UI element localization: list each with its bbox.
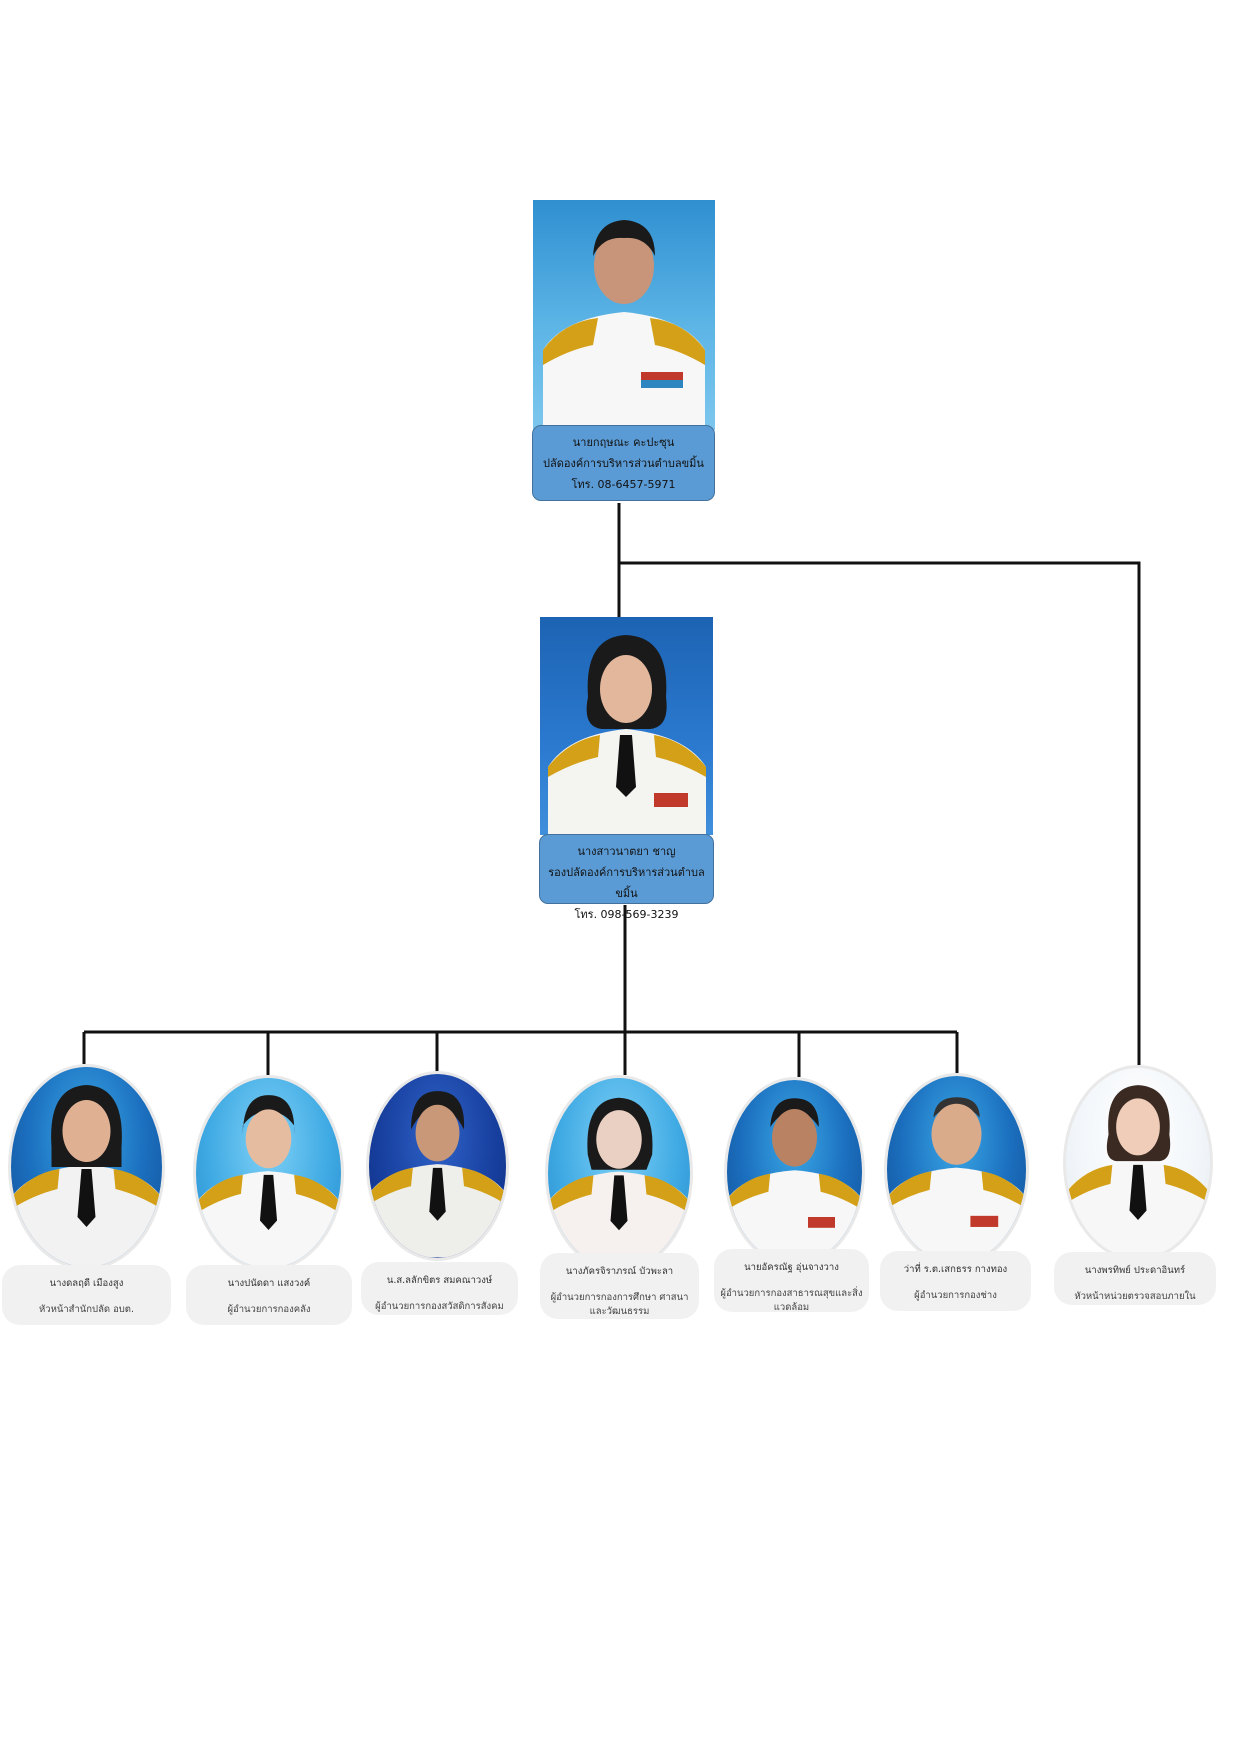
person-photo-icon <box>197 1095 340 1268</box>
staff-name-3: น.ส.ลลักขิตร สมคณาวงษ์ <box>386 1275 493 1286</box>
deputy-name: นางสาวนาตยา ชาญ <box>577 845 676 858</box>
staff-card-6: ว่าที่ ร.ต.เสกธรร กางทอง ผู้อำนวยการกองช… <box>880 1251 1031 1311</box>
staff-card-1: นางดลฤดี เมืองสูง หัวหน้าสำนักปลัด อบต. <box>2 1265 171 1325</box>
deputy-phone: โทร. 098-569-3239 <box>574 908 679 921</box>
staff-photo-2 <box>193 1075 344 1271</box>
staff-card-7: นางพรทิพย์ ประดาอินทร์ หัวหน้าหน่วยตรวจส… <box>1054 1252 1216 1305</box>
person-photo-icon <box>887 1097 1026 1263</box>
staff-photo-3 <box>366 1071 509 1261</box>
staff-role-5: ผู้อำนวยการกองสาธารณสุขและสิ่งแวดล้อม <box>720 1288 863 1313</box>
person-photo-icon <box>548 635 706 835</box>
staff-name-1: นางดลฤดี เมืองสูง <box>49 1278 124 1289</box>
person-photo-icon <box>1066 1085 1210 1258</box>
staff-photo-6 <box>884 1073 1029 1266</box>
chief-phone: โทร. 08-6457-5971 <box>571 478 676 491</box>
staff-photo-7 <box>1063 1065 1213 1261</box>
staff-name-7: นางพรทิพย์ ประดาอินทร์ <box>1084 1265 1186 1276</box>
deputy-position: รองปลัดองค์การบริหารส่วนตำบลขมิ้น <box>548 866 705 900</box>
staff-name-6: ว่าที่ ร.ต.เสกธรร กางทอง <box>903 1264 1008 1275</box>
staff-card-3: น.ส.ลลักขิตร สมคณาวงษ์ ผู้อำนวยการกองสวั… <box>361 1262 518 1315</box>
staff-photo-5 <box>724 1077 865 1267</box>
person-photo-icon <box>11 1085 162 1267</box>
chief-photo <box>533 200 715 430</box>
staff-name-5: นายอัครณัฐ อุ่นจางวาง <box>744 1262 839 1273</box>
staff-role-4: ผู้อำนวยการกองการศึกษา ศาสนาและวัฒนธรรม <box>550 1292 689 1317</box>
staff-role-2: ผู้อำนวยการกองคลัง <box>227 1304 311 1315</box>
deputy-photo <box>540 617 713 835</box>
staff-card-4: นางภัครจิราภรณ์ บัวพะลา ผู้อำนวยการกองกา… <box>540 1253 699 1319</box>
deputy-info-card: นางสาวนาตยา ชาญ รองปลัดองค์การบริหารส่วน… <box>539 834 714 921</box>
chief-name: นายกฤษณะ คะปะซุน <box>572 436 675 449</box>
person-photo-icon <box>727 1098 862 1262</box>
staff-name-4: นางภัครจิราภรณ์ บัวพะลา <box>565 1266 674 1277</box>
staff-card-5: นายอัครณัฐ อุ่นจางวาง ผู้อำนวยการกองสาธา… <box>714 1249 869 1313</box>
person-photo-icon <box>548 1097 690 1269</box>
staff-role-1: หัวหน้าสำนักปลัด อบต. <box>38 1304 135 1315</box>
staff-role-7: หัวหน้าหน่วยตรวจสอบภายใน <box>1074 1291 1196 1302</box>
staff-role-6: ผู้อำนวยการกองช่าง <box>914 1290 997 1301</box>
staff-photo-1 <box>8 1064 165 1270</box>
chief-to-audit-line <box>619 561 1141 1065</box>
staff-card-2: นางปนัดดา แสงวงค์ ผู้อำนวยการกองคลัง <box>186 1265 352 1325</box>
staff-photo-4 <box>545 1075 693 1272</box>
staff-role-3: ผู้อำนวยการกองสวัสดิการสังคม <box>375 1301 504 1312</box>
chief-position: ปลัดองค์การบริหารส่วนตำบลขมิ้น <box>543 457 704 470</box>
staff-name-2: นางปนัดดา แสงวงค์ <box>227 1278 311 1289</box>
person-photo-icon <box>543 220 705 430</box>
chief-info-card: นายกฤษณะ คะปะซุน ปลัดองค์การบริหารส่วนตำ… <box>532 425 715 501</box>
person-photo-icon <box>369 1091 506 1258</box>
